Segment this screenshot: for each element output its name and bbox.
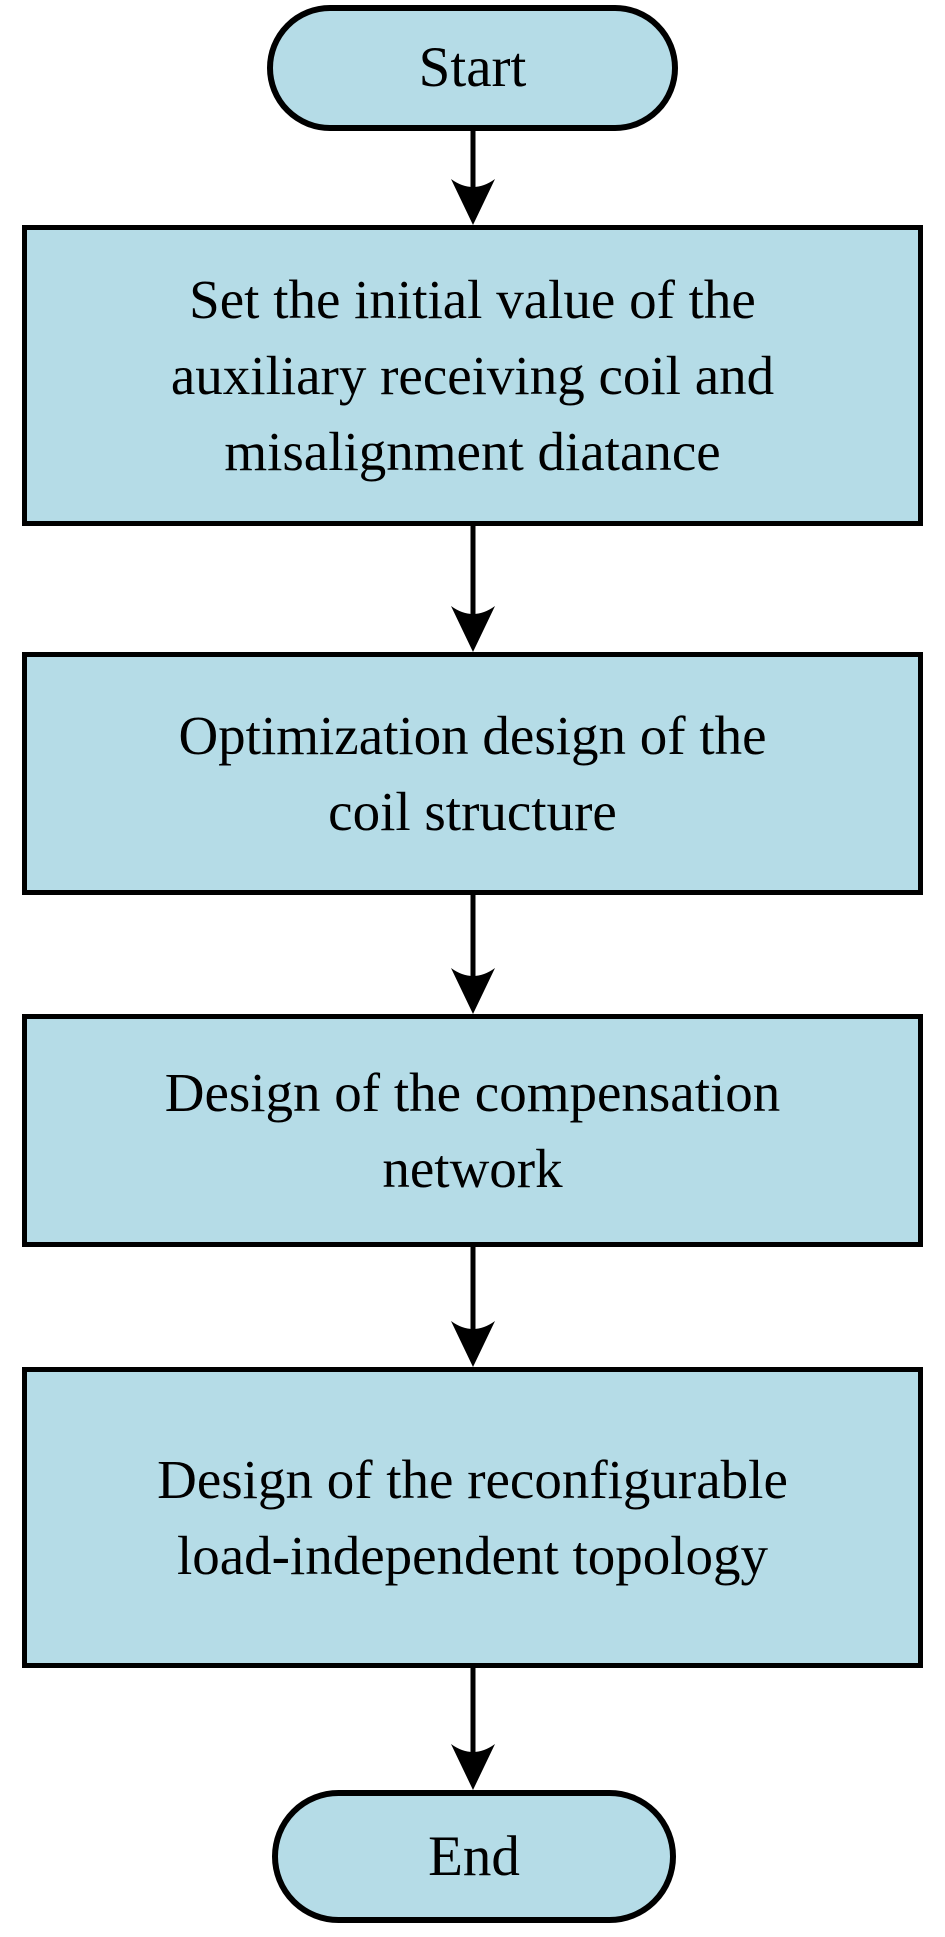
- process-node-compensation-network: Design of the compensation network: [22, 1014, 923, 1247]
- start-terminator-node: Start: [267, 5, 678, 131]
- end-label: End: [428, 1824, 520, 1888]
- flow-arrow-step4-to-end: [451, 1668, 495, 1790]
- flow-arrow-start-to-step1: [451, 130, 495, 225]
- node-text-line: auxiliary receiving coil and: [170, 344, 775, 406]
- node-text-line: Set the initial value of the: [189, 268, 756, 330]
- process-node-reconfigurable-topology: Design of the reconfigurable load-indepe…: [22, 1367, 923, 1668]
- node-text-line: Optimization design of the: [178, 704, 767, 766]
- node-text-line: misalignment diatance: [224, 420, 721, 482]
- flow-arrow-step3-to-step4: [451, 1247, 495, 1367]
- start-label: Start: [418, 36, 527, 99]
- node-text-line: network: [382, 1137, 563, 1199]
- process-node-coil-optimization: Optimization design of the coil structur…: [22, 652, 923, 895]
- node-text-line: coil structure: [328, 780, 617, 842]
- process-node-set-initial-value: Set the initial value of the auxiliary r…: [22, 225, 923, 526]
- node-text-line: load-independent topology: [176, 1524, 769, 1586]
- node-text-line: Design of the compensation: [164, 1061, 781, 1123]
- end-terminator-node: End: [272, 1790, 676, 1923]
- node-text-line: Design of the reconfigurable: [157, 1448, 788, 1510]
- flow-arrow-step1-to-step2: [451, 526, 495, 652]
- flow-arrow-step2-to-step3: [451, 895, 495, 1014]
